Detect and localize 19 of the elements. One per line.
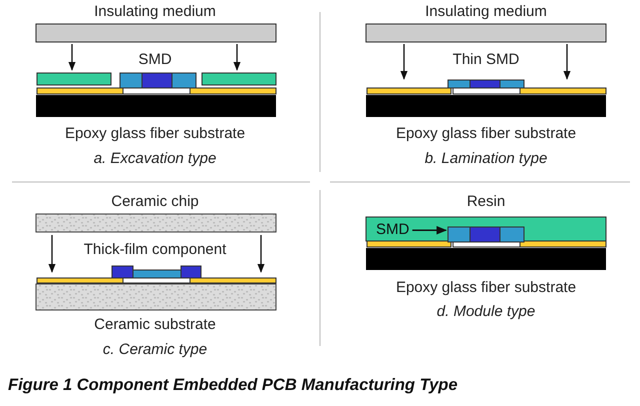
component-label: Thin SMD: [452, 52, 520, 68]
component-label: SMD: [376, 222, 410, 238]
substrate-label: Ceramic substrate: [94, 316, 216, 334]
panel-caption: a. Excavation type: [94, 150, 216, 168]
layer-label: Insulating medium: [94, 4, 216, 20]
panel-caption: c. Ceramic type: [102, 342, 208, 358]
component-label: SMD: [138, 52, 172, 68]
component-label: Thick-film component: [84, 242, 226, 258]
substrate-label: Epoxy glass fiber substrate: [396, 280, 576, 296]
smd-component: [448, 226, 524, 242]
layer-label: Ceramic chip: [111, 194, 199, 210]
panel-caption: b. Lamination type: [424, 150, 548, 168]
arrow: [412, 226, 448, 234]
substrate-label: Epoxy glass fiber substrate: [64, 126, 246, 142]
layer-label: Resin: [466, 194, 506, 210]
layer-label: Insulating medium: [425, 4, 547, 20]
substrate-label: Epoxy glass fiber substrate: [396, 126, 576, 142]
panel-caption: d. Module type: [436, 304, 536, 320]
figure-caption: Figure 1 Component Embedded PCB Manufacturing Type: [8, 376, 458, 395]
